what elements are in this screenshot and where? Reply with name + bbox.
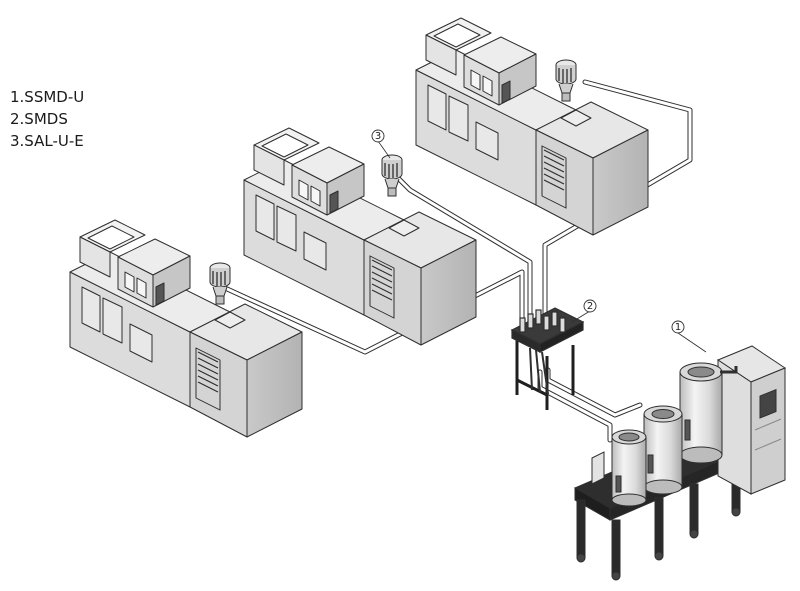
dryer-hopper-medium bbox=[643, 405, 683, 495]
callout-3: 3 bbox=[371, 129, 385, 143]
dryer-hopper-large bbox=[679, 362, 738, 464]
callout-1: 1 bbox=[671, 320, 685, 334]
material-distribution-station bbox=[510, 307, 585, 410]
machine-right bbox=[415, 17, 649, 236]
callout-2-label: 2 bbox=[587, 301, 593, 312]
legend-item-smds: 2.SMDS bbox=[10, 110, 68, 128]
legend-item-sal-u-e: 3.SAL-U-E bbox=[10, 132, 84, 150]
loader-left bbox=[209, 262, 231, 305]
dryer-control-cabinet bbox=[716, 345, 787, 495]
callout-leaders bbox=[377, 140, 707, 353]
callout-2: 2 bbox=[583, 299, 597, 313]
dryer-system bbox=[573, 345, 787, 581]
callout-3-label: 3 bbox=[375, 131, 381, 142]
dryer-hopper-small bbox=[591, 429, 647, 507]
legend: 1.SSMD-U 2.SMDS 3.SAL-U-E bbox=[10, 86, 84, 152]
pipe-dryer-1 bbox=[545, 367, 643, 418]
loader-right bbox=[555, 59, 577, 102]
callout-1-label: 1 bbox=[675, 322, 681, 333]
loader-middle bbox=[381, 154, 403, 197]
legend-item-ssmd-u: 1.SSMD-U bbox=[10, 88, 85, 106]
